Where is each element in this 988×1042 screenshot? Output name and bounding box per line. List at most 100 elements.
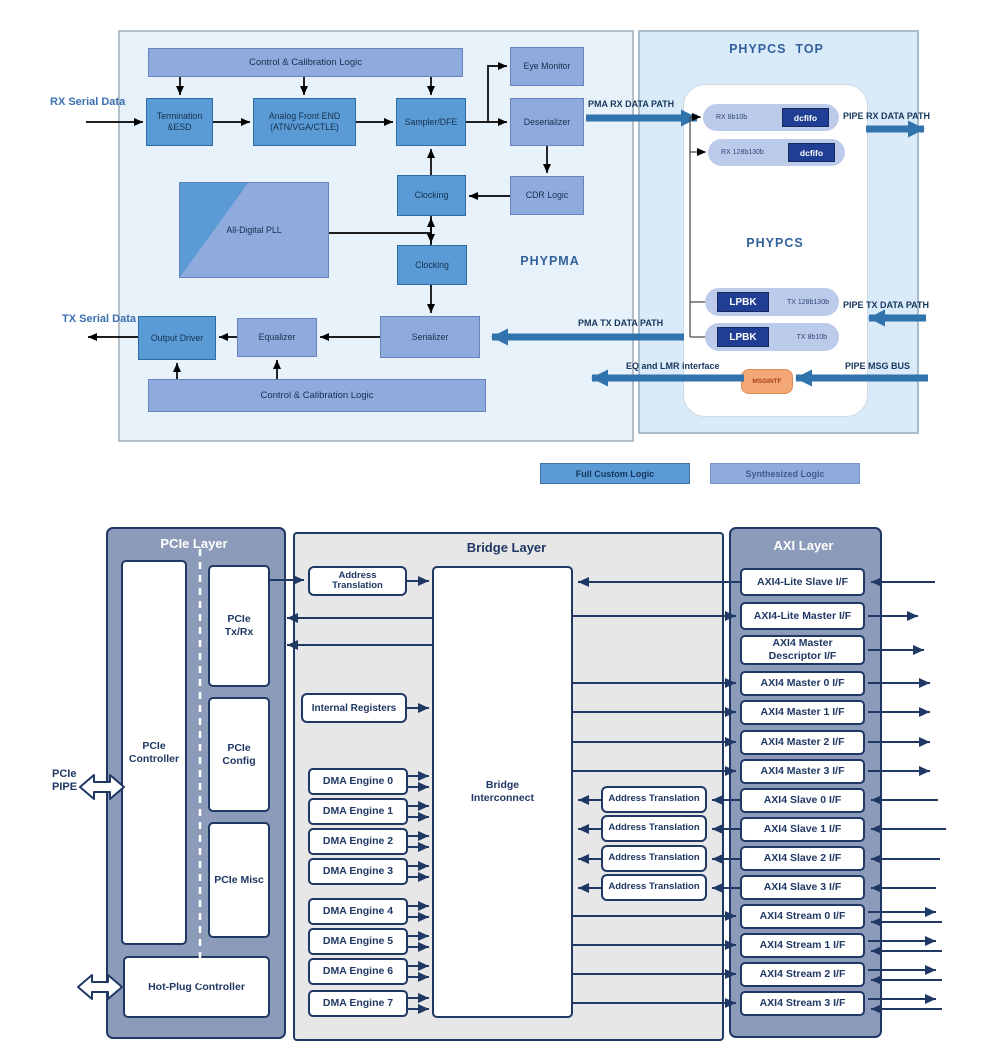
block-eye-monitor: Eye Monitor: [510, 47, 584, 86]
box-label: AXI4-Lite Master I/F: [753, 609, 852, 622]
tx-8b10b-pill: LPBK TX 8b10b: [705, 323, 839, 351]
dma-engine-0-box: DMA Engine 0: [308, 768, 408, 795]
block-deserializer: Deserializer: [510, 98, 584, 146]
tx-128b130b-pill: LPBK TX 128b130b: [705, 288, 839, 316]
pipe-msg-bus-label: PIPE MSG BUS: [845, 361, 911, 371]
bridge-layer-title: Bridge Layer: [466, 540, 547, 555]
box-label: DMA Engine 4: [322, 905, 394, 918]
block-label: Eye Monitor: [523, 61, 571, 71]
rx-serial-data-label: RX Serial Data: [50, 96, 126, 108]
dma-engine-4-box: DMA Engine 4: [308, 898, 408, 925]
block-analog-front-end: Analog Front END (ATN/VGA/CTLE): [253, 98, 356, 146]
block-label: Analog Front END (ATN/VGA/CTLE): [268, 111, 341, 132]
phypcs-top-title: PHYPCS TOP: [729, 42, 824, 56]
legend-full-custom-logic: Full Custom Logic: [540, 463, 690, 484]
block-label: All-Digital PLL: [226, 224, 282, 235]
block-clocking-1: Clocking: [397, 175, 466, 216]
pill-label: TX 8b10b: [796, 333, 827, 341]
pcie-txrx-box: PCIe Tx/Rx: [208, 565, 270, 687]
box-label: AXI4 Slave 2 I/F: [763, 852, 842, 865]
dma-engine-2-box: DMA Engine 2: [308, 828, 408, 855]
axi4-slave-3-if-box: AXI4 Slave 3 I/F: [740, 875, 865, 900]
box-label: Address Translation: [608, 881, 700, 893]
block-label: Termination &ESD: [156, 111, 203, 132]
pill-label: TX 128b130b: [786, 298, 829, 306]
pcie-misc-box: PCIe Misc: [208, 822, 270, 938]
rx-128b130b-pill: RX 128b130b dcfifo: [708, 139, 845, 166]
axi4-stream-1-if-box: AXI4 Stream 1 I/F: [740, 933, 865, 958]
block-label: CDR Logic: [525, 190, 569, 200]
pipe-rx-data-path-label: PIPE RX DATA PATH: [843, 111, 931, 121]
box-label: Address Translation: [332, 569, 383, 591]
lpbk-badge: LPBK: [717, 327, 769, 347]
dcfifo-badge: dcfifo: [788, 143, 835, 162]
box-label: DMA Engine 7: [322, 997, 394, 1010]
box-label: DMA Engine 2: [322, 835, 394, 848]
box-label: AXI4-Lite Slave I/F: [756, 575, 849, 588]
block-control-calibration-top: Control & Calibration Logic: [148, 48, 463, 77]
block-label: Control & Calibration Logic: [248, 56, 362, 68]
box-label: PCIe Tx/Rx: [224, 613, 254, 638]
axi4-lite-slave-if-box: AXI4-Lite Slave I/F: [740, 568, 865, 596]
pcie-layer-title: PCIe Layer: [160, 536, 228, 551]
box-label: Address Translation: [608, 852, 700, 864]
block-label: Clocking: [415, 259, 449, 270]
box-label: DMA Engine 6: [322, 965, 394, 978]
axi4-master-1-if-box: AXI4 Master 1 I/F: [740, 700, 865, 725]
axi4-stream-3-if-box: AXI4 Stream 3 I/F: [740, 991, 865, 1016]
msgintf-badge: MSGINTF: [741, 369, 793, 394]
axi4-master-0-if-box: AXI4 Master 0 I/F: [740, 671, 865, 696]
block-equalizer: Equalizer: [237, 318, 317, 357]
block-label: Output Driver: [150, 332, 204, 343]
block-sampler-dfe: Sampler/DFE: [396, 98, 466, 146]
bridge-interconnect-box: Bridge Interconnect: [432, 566, 573, 1018]
block-label: Equalizer: [258, 332, 296, 342]
axi4-master-3-if-box: AXI4 Master 3 I/F: [740, 759, 865, 784]
rx-8b10b-pill: RX 8b10b dcfifo: [703, 104, 839, 131]
box-label: AXI4 Master 0 I/F: [760, 677, 845, 690]
dma-engine-3-box: DMA Engine 3: [308, 858, 408, 885]
pcie-pipe-label: PCIe PIPE: [52, 768, 77, 794]
address-translation-slave2-box: Address Translation: [601, 845, 707, 872]
eq-lmr-interface-label: EQ and LMR interface: [626, 361, 720, 371]
box-label: AXI4 Master 2 I/F: [760, 736, 845, 749]
block-cdr-logic: CDR Logic: [510, 176, 584, 215]
axi4-slave-2-if-box: AXI4 Slave 2 I/F: [740, 846, 865, 871]
box-label: AXI4 Master Descriptor I/F: [768, 637, 837, 662]
block-clocking-2: Clocking: [397, 245, 467, 285]
axi4-master-2-if-box: AXI4 Master 2 I/F: [740, 730, 865, 755]
axi4-master-descriptor-if-box: AXI4 Master Descriptor I/F: [740, 635, 865, 665]
box-label: AXI4 Stream 2 I/F: [759, 968, 846, 981]
pcie-controller-box: PCIe Controller: [121, 560, 187, 945]
phypma-title: PHYPMA: [520, 254, 580, 268]
box-label: Address Translation: [608, 822, 700, 834]
box-label: DMA Engine 1: [322, 805, 394, 818]
box-label: AXI4 Slave 3 I/F: [763, 881, 842, 894]
phypcs-inner-title: PHYPCS: [746, 236, 804, 250]
pcie-config-box: PCIe Config: [208, 697, 270, 812]
dma-engine-7-box: DMA Engine 7: [308, 990, 408, 1017]
box-label: PCIe Config: [222, 741, 256, 767]
pma-rx-data-path-label: PMA RX DATA PATH: [588, 99, 675, 109]
internal-registers-box: Internal Registers: [301, 693, 407, 723]
pcie-pipe-label-line1: PCIe: [52, 768, 77, 780]
axi4-slave-0-if-box: AXI4 Slave 0 I/F: [740, 788, 865, 813]
block-all-digital-pll: All-Digital PLL: [179, 182, 329, 278]
axi-layer-title: AXI Layer: [773, 538, 834, 553]
block-serializer: Serializer: [380, 316, 480, 358]
box-label: AXI4 Stream 0 I/F: [759, 910, 846, 923]
dcfifo-badge: dcfifo: [782, 108, 829, 127]
axi4-lite-master-if-box: AXI4-Lite Master I/F: [740, 602, 865, 630]
address-translation-slave0-box: Address Translation: [601, 786, 707, 813]
box-label: Hot-Plug Controller: [148, 980, 245, 993]
pma-tx-data-path-label: PMA TX DATA PATH: [578, 318, 664, 328]
dma-engine-1-box: DMA Engine 1: [308, 798, 408, 825]
box-label: DMA Engine 3: [322, 865, 394, 878]
box-label: PCIe Misc: [214, 873, 264, 886]
block-label: Clocking: [414, 190, 449, 200]
pill-label: RX 8b10b: [716, 114, 748, 121]
axi4-stream-2-if-box: AXI4 Stream 2 I/F: [740, 962, 865, 987]
axi4-slave-1-if-box: AXI4 Slave 1 I/F: [740, 817, 865, 842]
box-label: DMA Engine 0: [322, 775, 394, 788]
block-label: Sampler/DFE: [404, 116, 458, 127]
